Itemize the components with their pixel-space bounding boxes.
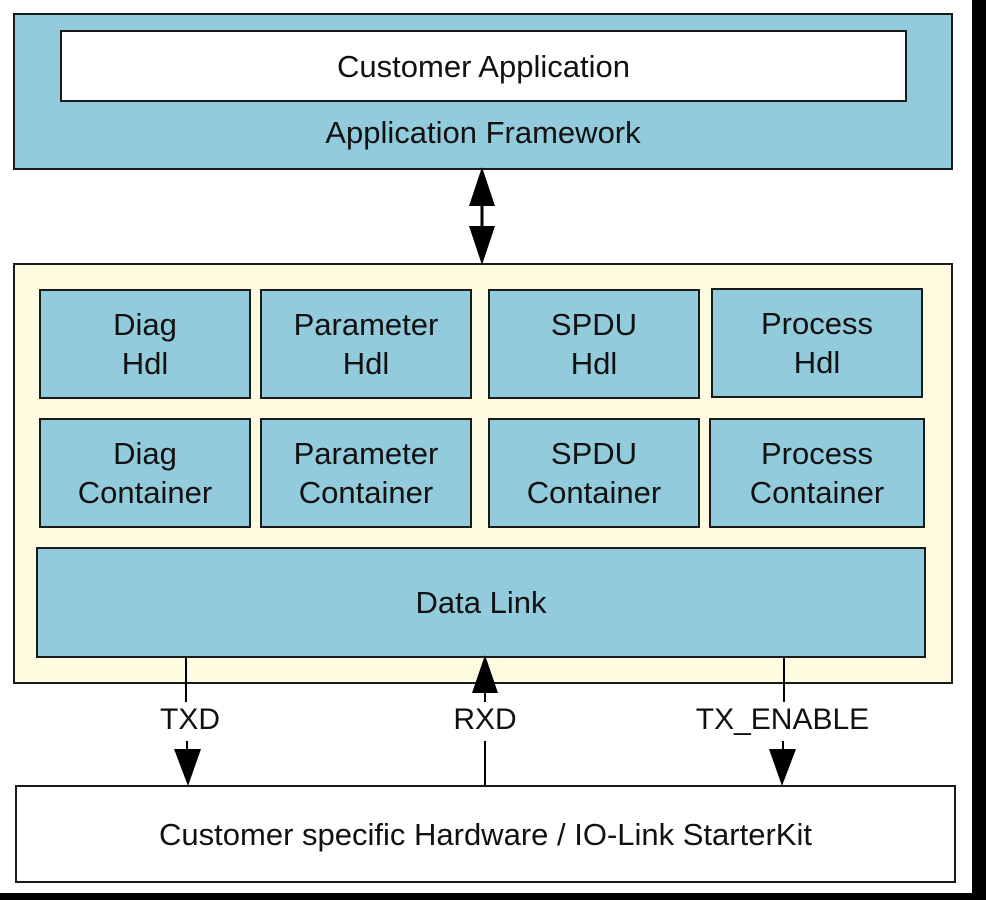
module-line2: Hdl [121,346,169,381]
module-diag-hdl: Diag Hdl [39,289,251,399]
txd-label: TXD [160,703,220,736]
module-line1: Parameter [293,307,439,342]
module-diag-container: Diag Container [39,418,251,528]
arrow-head-up [469,167,495,206]
module-line2: Container [298,475,434,510]
module-spdu-container: SPDU Container [488,418,700,528]
tx-enable-label: TX_ENABLE [695,703,870,736]
module-line1: Diag [113,436,177,471]
module-process-container: Process Container [709,418,925,528]
application-framework-label: Application Framework [325,114,641,150]
frame-border-bottom [0,893,986,900]
arrow-head-down [769,749,796,786]
module-line2: Hdl [342,346,390,381]
module-line2: Hdl [793,345,841,380]
module-parameter-hdl: Parameter Hdl [260,289,472,399]
module-line2: Container [526,475,662,510]
module-line1: Process [761,306,873,341]
module-parameter-container: Parameter Container [260,418,472,528]
customer-application-block: Customer Application [60,30,907,102]
arrow-head-down [469,226,495,265]
module-line1: SPDU [550,307,638,342]
hardware-block: Customer specific Hardware / IO-Link Sta… [15,785,956,883]
data-link-block: Data Link [36,547,926,658]
module-line2: Container [77,475,213,510]
rxd-label: RXD [453,703,517,736]
module-line1: Parameter [293,436,439,471]
module-line2: Hdl [570,346,618,381]
bidirectional-arrow [469,167,495,265]
module-line1: Process [761,436,873,471]
module-line1: SPDU [550,436,638,471]
module-process-hdl: Process Hdl [711,288,923,398]
arrow-head-down [174,749,201,786]
frame-border-right [972,0,986,900]
module-spdu-hdl: SPDU Hdl [488,289,700,399]
module-line1: Diag [113,307,177,342]
module-line2: Container [749,475,885,510]
